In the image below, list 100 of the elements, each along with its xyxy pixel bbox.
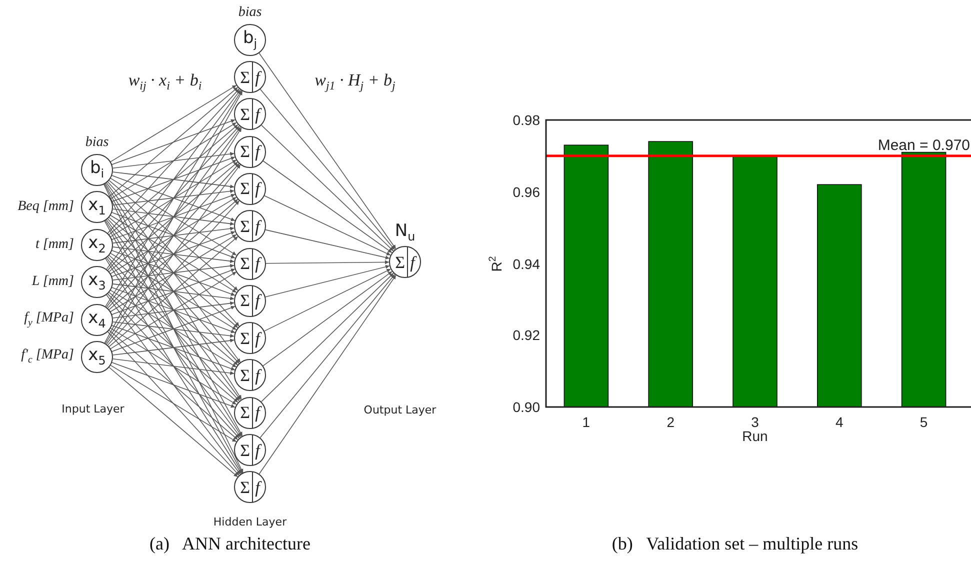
sum-symbol: Σ [240, 442, 250, 458]
arrow [106, 219, 241, 400]
arrow [107, 256, 240, 402]
arrow [112, 306, 236, 352]
sum-symbol: Σ [240, 218, 250, 235]
arrow [108, 198, 238, 310]
arrow [258, 52, 396, 250]
arrow [110, 178, 237, 256]
arrow [112, 287, 236, 334]
input-label: L [mm] [32, 275, 74, 289]
node-label: x$_{2}$ [88, 234, 106, 256]
activation-symbol: f [255, 366, 260, 384]
arrow [110, 214, 237, 293]
arrow [107, 163, 240, 309]
arrow [106, 182, 241, 363]
sum-symbol: Σ [240, 106, 250, 123]
arrow [110, 271, 237, 350]
sum-symbol: Σ [240, 366, 250, 384]
arrow [112, 284, 235, 300]
arrow [110, 196, 237, 274]
arrow [106, 126, 241, 308]
tick-label: 0.94 [512, 256, 540, 270]
arrow [105, 90, 242, 307]
arrow [112, 264, 235, 280]
arrow [110, 234, 237, 312]
node-label: b$_{i}$ [90, 160, 104, 180]
arrow [112, 321, 235, 338]
arrow [110, 328, 237, 405]
layer-label: Output Layer [364, 404, 436, 416]
arrow [107, 218, 240, 364]
arrow [112, 250, 236, 296]
arrow [112, 189, 235, 206]
activation-symbol: f [255, 404, 260, 422]
arrow [112, 325, 236, 370]
activation-symbol: f [255, 180, 260, 198]
arrow [112, 194, 236, 240]
arrow [106, 294, 241, 475]
arrow [107, 331, 240, 476]
tick-label: 3 [751, 415, 759, 429]
activation-symbol: f [255, 330, 260, 347]
activation-symbol: f [255, 106, 260, 123]
arrow [107, 88, 240, 234]
tick-label: 4 [836, 415, 844, 429]
arrow [108, 292, 238, 403]
arrow [107, 200, 240, 346]
arrow [261, 272, 394, 402]
tick-label: 0.92 [512, 328, 540, 342]
tick-label: 0.96 [512, 184, 540, 199]
arrow [107, 181, 240, 327]
arrow [112, 362, 236, 408]
arrow [108, 180, 238, 291]
arrow [112, 175, 236, 222]
activation-symbol: f [255, 68, 260, 86]
activation-symbol: f [255, 218, 260, 235]
arrow [265, 229, 390, 260]
node-label: x$_{4}$ [88, 310, 106, 330]
arrow [105, 127, 242, 344]
arrow [106, 164, 241, 345]
formula-label: w$_{j1}$ · H$_{j}$ + b$_{j}$ [314, 70, 396, 94]
sum-symbol: Σ [240, 330, 250, 347]
axis-title: Run [742, 429, 768, 443]
arrow [108, 162, 238, 272]
figure-caption: (b) Validation set – multiple runs [612, 534, 858, 554]
sum-symbol: Σ [240, 68, 250, 86]
arrow [110, 84, 237, 162]
sum-symbol: Σ [395, 254, 406, 270]
arrow [112, 119, 236, 165]
arrow [112, 152, 235, 168]
tick-label: 0.90 [512, 400, 540, 414]
input-label: f'$_{c}$ [MPa] [21, 348, 74, 366]
arrow [265, 264, 390, 298]
activation-symbol: f [410, 254, 415, 270]
layer-label: Hidden Layer [213, 516, 287, 528]
arrow [112, 301, 235, 318]
sum-symbol: Σ [240, 143, 250, 160]
activation-symbol: f [255, 478, 260, 496]
arrow [112, 156, 236, 202]
tick-label: 0.98 [512, 113, 540, 127]
bias-label: bias [85, 136, 109, 150]
arrow [260, 274, 396, 438]
node-label: x$_{1}$ [88, 196, 106, 218]
arrow [110, 290, 237, 368]
arrow [260, 88, 396, 250]
arrow [107, 293, 240, 439]
arrow [108, 330, 238, 440]
arrow [106, 257, 241, 438]
arrow [108, 217, 238, 328]
arrow [112, 246, 235, 264]
arrow [108, 236, 238, 347]
annotation-label: Mean = 0.970 [878, 138, 970, 153]
sum-symbol: Σ [240, 292, 250, 310]
arrow [262, 160, 392, 254]
layer-label: Input Layer [62, 402, 124, 416]
activation-symbol: f [255, 255, 260, 272]
arrow [112, 226, 235, 244]
arrow [108, 86, 238, 198]
tick-label: 2 [666, 415, 674, 429]
arrow [266, 260, 390, 264]
sum-symbol: Σ [240, 478, 250, 496]
arrow [112, 208, 235, 226]
